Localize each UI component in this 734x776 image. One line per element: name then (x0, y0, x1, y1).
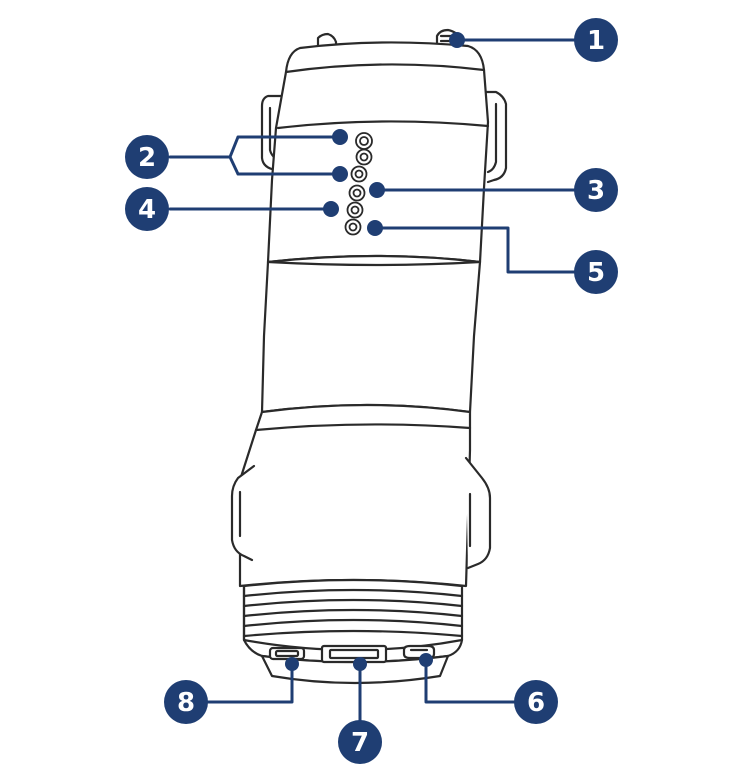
leader-line-5 (373, 226, 578, 274)
leader-line-6 (424, 658, 516, 704)
callout-1: 1 (574, 18, 618, 62)
callout-3: 3 (574, 168, 618, 212)
callout-6: 6 (514, 680, 558, 724)
callout-8: 8 (164, 680, 208, 724)
anchor-dot-8 (285, 657, 299, 671)
callout-5-label: 5 (587, 258, 605, 288)
lower-body (238, 403, 472, 588)
callout-badges: 1 2 3 4 5 6 7 8 (125, 18, 618, 764)
callout-2: 2 (125, 135, 169, 179)
leader-lines (168, 38, 578, 722)
leader-line-2 (168, 135, 342, 176)
leader-line-8 (206, 662, 294, 704)
lower-right-handle (464, 456, 492, 570)
anchor-dots (285, 32, 465, 671)
anchor-dot-6 (419, 653, 433, 667)
lower-left-handle (230, 464, 256, 562)
anchor-dot-3 (369, 182, 385, 198)
anchor-dot-5 (367, 220, 383, 236)
anchor-dot-1 (449, 32, 465, 48)
device-illustration (230, 28, 508, 685)
callout-4: 4 (125, 187, 169, 231)
callout-7-label: 7 (351, 728, 369, 758)
middle-body (260, 254, 482, 414)
callout-4-label: 4 (138, 195, 156, 225)
callout-8-label: 8 (177, 688, 195, 718)
callout-7: 7 (338, 720, 382, 764)
callout-6-label: 6 (527, 688, 545, 718)
anchor-dot-4 (323, 201, 339, 217)
anchor-dot-2a (332, 129, 348, 145)
anchor-dot-2b (332, 166, 348, 182)
anchor-dot-7 (353, 657, 367, 671)
indicator-column (344, 132, 373, 236)
callout-3-label: 3 (587, 176, 605, 206)
callout-1-label: 1 (587, 26, 605, 56)
callout-2-label: 2 (138, 143, 156, 173)
callout-5: 5 (574, 250, 618, 294)
